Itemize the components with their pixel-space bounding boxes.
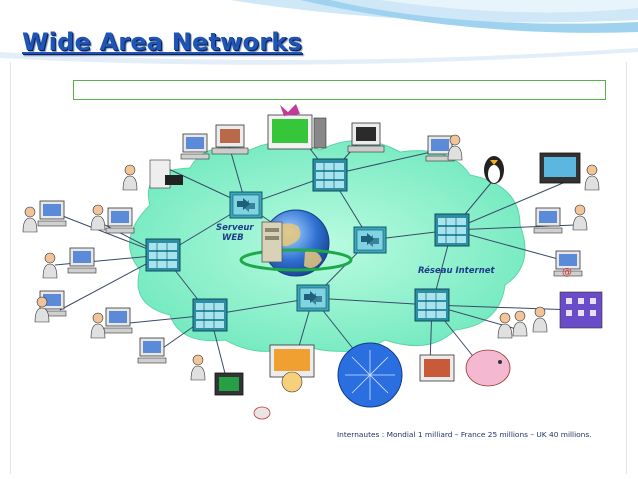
computer-icon-bottom-left bbox=[137, 337, 167, 364]
mouse-icon bbox=[253, 406, 271, 420]
slide-title: Wide Area Networks bbox=[22, 28, 302, 56]
computer-user-icon-right bbox=[533, 204, 588, 234]
network-hub-lower-left bbox=[192, 298, 228, 332]
network-hub-right bbox=[434, 213, 470, 247]
computer-user-icon-left-top bbox=[22, 200, 67, 233]
network-tree-icon bbox=[337, 342, 403, 408]
web-server-icon bbox=[261, 221, 283, 263]
network-switch-center bbox=[353, 226, 387, 254]
internet-users-caption: Internautes : Mondial 1 milliard – Franc… bbox=[337, 430, 592, 439]
internet-label: Réseau Internet bbox=[418, 265, 496, 276]
computer-user-icon-top-center bbox=[267, 104, 327, 150]
computer-user-icon-bottom-left bbox=[190, 354, 244, 396]
computer-icon-top-right bbox=[347, 122, 385, 153]
computer-icon-upper-left bbox=[180, 133, 210, 160]
empty-text-box[interactable] bbox=[73, 80, 606, 100]
slide-frame-right bbox=[626, 62, 627, 474]
server-label-line1: Serveur bbox=[216, 223, 254, 233]
network-hub-top bbox=[312, 158, 348, 192]
laptop-user-icon bbox=[419, 354, 455, 382]
network-hub-left bbox=[145, 238, 181, 272]
computer-user-icon-left bbox=[34, 290, 67, 323]
building-icon bbox=[559, 291, 603, 329]
computer-icon-top-left bbox=[211, 124, 249, 155]
piggy-bank-icon bbox=[465, 349, 511, 387]
email-user-icon: @ bbox=[553, 250, 583, 278]
penguin-icon bbox=[484, 156, 504, 184]
computer-user-icon-left-middle bbox=[42, 247, 97, 279]
network-switch-lower bbox=[296, 284, 330, 312]
computer-user-icon-upper-right bbox=[539, 152, 600, 191]
network-switch-upper-left bbox=[229, 191, 263, 219]
computer-user-icon-left-upper bbox=[90, 204, 135, 234]
slide-frame-left bbox=[10, 62, 11, 474]
network-hub-lower-right bbox=[414, 288, 450, 322]
server-label-line2: WEB bbox=[222, 233, 244, 243]
computer-user-icon-bottom-center bbox=[269, 344, 315, 393]
header-swoosh bbox=[0, 0, 638, 65]
svg-text:@: @ bbox=[562, 267, 572, 278]
telephone-user-icon bbox=[122, 159, 183, 191]
computer-user-icon-left-bottom bbox=[90, 307, 133, 339]
group-users-icon bbox=[497, 306, 548, 339]
